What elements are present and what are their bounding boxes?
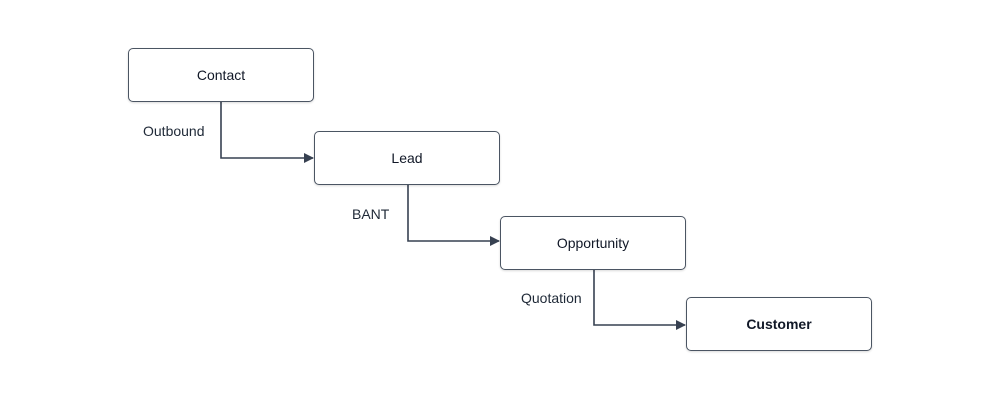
edge-label-outbound: Outbound (143, 123, 205, 139)
node-customer-label: Customer (746, 316, 812, 332)
edge-opportunity-to-customer (593, 270, 686, 330)
node-customer[interactable]: Customer (686, 297, 872, 351)
node-lead[interactable]: Lead (314, 131, 500, 185)
edge-contact-to-lead (220, 102, 314, 163)
edge-label-bant: BANT (352, 206, 390, 222)
edge-lead-to-opportunity (407, 185, 500, 246)
node-contact[interactable]: Contact (128, 48, 314, 102)
node-lead-label: Lead (391, 150, 423, 166)
node-contact-label: Contact (196, 67, 246, 83)
edge-label-quotation: Quotation (521, 290, 582, 306)
node-opportunity-label: Opportunity (556, 235, 630, 251)
node-opportunity[interactable]: Opportunity (500, 216, 686, 270)
